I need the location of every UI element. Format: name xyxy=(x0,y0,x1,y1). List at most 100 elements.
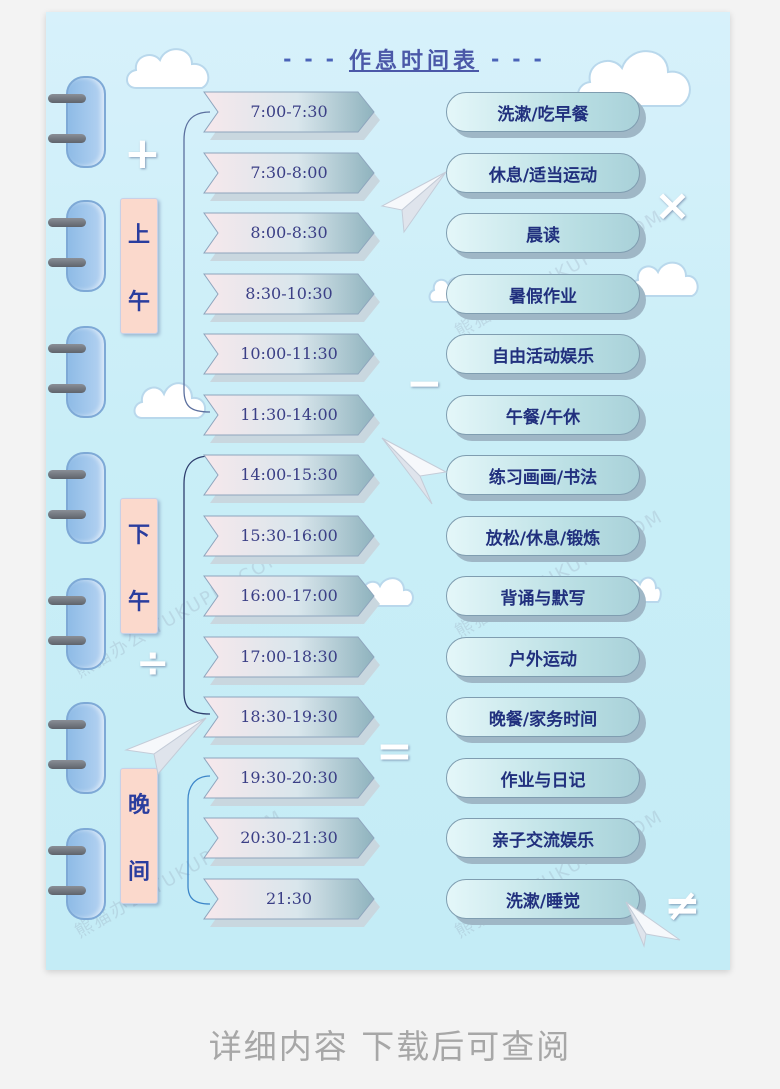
binder-ring xyxy=(66,76,106,168)
time-slot: 11:30-14:00 xyxy=(203,394,380,443)
activity-pill: 暑假作业 xyxy=(446,274,646,320)
page-title: 作息时间表 xyxy=(348,49,479,74)
download-caption: 详细内容 下载后可查阅 xyxy=(208,1027,572,1066)
period-brackets xyxy=(183,111,211,905)
activity-pill: 休息/适当运动 xyxy=(446,153,646,199)
activity-label: 户外运动 xyxy=(446,637,640,677)
time-slot: 16:00-17:00 xyxy=(203,575,380,624)
binder-wire xyxy=(48,886,86,895)
activity-label: 练习画画/书法 xyxy=(446,455,640,495)
binder-ring xyxy=(66,200,106,292)
title-dash-left: - - - xyxy=(283,47,337,71)
period-char: 上 xyxy=(127,222,150,248)
time-slot-label: 20:30-21:30 xyxy=(240,828,338,847)
binder-wire xyxy=(48,94,86,103)
binder-wire xyxy=(48,510,86,519)
period-label-afternoon: 下 午 xyxy=(120,498,158,634)
period-label-morning: 上 午 xyxy=(120,198,158,334)
activity-pill: 洗漱/睡觉 xyxy=(446,879,646,925)
minus-symbol: − xyxy=(406,358,443,409)
not-equal-symbol: ≠ xyxy=(664,880,701,931)
activity-pill: 背诵与默写 xyxy=(446,576,646,622)
activity-pill: 自由活动娱乐 xyxy=(446,334,646,380)
period-char: 下 xyxy=(127,522,150,548)
time-slot: 7:30-8:00 xyxy=(203,152,380,201)
time-slot: 15:30-16:00 xyxy=(203,515,380,564)
plus-symbol: + xyxy=(124,128,161,179)
activity-pill: 户外运动 xyxy=(446,637,646,683)
time-slot: 8:30-10:30 xyxy=(203,273,380,322)
time-slot: 8:00-8:30 xyxy=(203,212,380,261)
activity-label: 晨读 xyxy=(446,213,640,253)
time-slot-label: 8:00-8:30 xyxy=(250,223,328,242)
binder-wire xyxy=(48,846,86,855)
time-slot-label: 15:30-16:00 xyxy=(240,526,338,545)
activity-label: 午餐/午休 xyxy=(446,395,640,435)
period-char: 间 xyxy=(127,859,150,885)
time-slot-label: 17:00-18:30 xyxy=(240,647,338,666)
period-char: 午 xyxy=(127,589,150,615)
activity-pill: 洗漱/吃早餐 xyxy=(446,92,646,138)
time-slot-label: 7:00-7:30 xyxy=(250,102,328,121)
period-char: 晚 xyxy=(127,792,150,818)
activity-pill: 亲子交流娱乐 xyxy=(446,818,646,864)
time-slot-label: 19:30-20:30 xyxy=(240,768,338,787)
time-slot: 17:00-18:30 xyxy=(203,636,380,685)
time-slot-label: 14:00-15:30 xyxy=(240,465,338,484)
binder-wire xyxy=(48,344,86,353)
paper-plane-icon xyxy=(380,171,447,234)
binder-wire xyxy=(48,218,86,227)
cloud-icon xyxy=(126,48,210,89)
time-slot-label: 7:30-8:00 xyxy=(250,163,328,182)
paper-plane-icon xyxy=(124,717,207,776)
time-slot-label: 11:30-14:00 xyxy=(240,405,338,424)
time-slot-label: 8:30-10:30 xyxy=(245,284,333,303)
binder-wire xyxy=(48,720,86,729)
title-bar: - - - 作息时间表 - - - xyxy=(256,42,572,76)
time-slot-label: 21:30 xyxy=(265,889,313,908)
binder-wire xyxy=(48,384,86,393)
time-slot-label: 16:00-17:00 xyxy=(240,586,338,605)
activity-label: 作业与日记 xyxy=(446,758,640,798)
activity-label: 洗漱/吃早餐 xyxy=(446,92,640,132)
time-slot-label: 10:00-11:30 xyxy=(240,344,338,363)
activity-label: 放松/休息/锻炼 xyxy=(446,516,640,556)
activity-label: 自由活动娱乐 xyxy=(446,334,640,374)
binder-wire xyxy=(48,596,86,605)
paper-plane-icon xyxy=(381,437,448,505)
time-slot: 21:30 xyxy=(203,878,380,927)
time-slot: 20:30-21:30 xyxy=(203,817,380,866)
activity-label: 洗漱/睡觉 xyxy=(446,879,640,919)
paper-plane-icon xyxy=(625,901,681,948)
binder-wire xyxy=(48,470,86,479)
activity-pill: 晚餐/家务时间 xyxy=(446,697,646,743)
activity-label: 暑假作业 xyxy=(446,274,640,314)
binder-ring xyxy=(66,702,106,794)
time-slot: 18:30-19:30 xyxy=(203,696,380,745)
binder-wire xyxy=(48,134,86,143)
equals-symbol: = xyxy=(376,726,413,777)
activity-pill: 午餐/午休 xyxy=(446,395,646,441)
activity-label: 亲子交流娱乐 xyxy=(446,818,640,858)
binder-wire xyxy=(48,636,86,645)
binder-ring xyxy=(66,452,106,544)
time-slot: 14:00-15:30 xyxy=(203,454,380,503)
time-slot: 7:00-7:30 xyxy=(203,91,380,140)
period-char: 午 xyxy=(127,289,150,315)
binder-wire xyxy=(48,760,86,769)
binder-ring xyxy=(66,326,106,418)
activity-label: 晚餐/家务时间 xyxy=(446,697,640,737)
time-slot: 10:00-11:30 xyxy=(203,333,380,382)
period-label-evening: 晚 间 xyxy=(120,768,158,904)
activity-pill: 作业与日记 xyxy=(446,758,646,804)
title-dash-right: - - - xyxy=(491,47,545,71)
time-slot: 19:30-20:30 xyxy=(203,757,380,806)
binder-ring xyxy=(66,578,106,670)
binder-ring xyxy=(66,828,106,920)
activity-pill: 晨读 xyxy=(446,213,646,259)
activity-pill: 练习画画/书法 xyxy=(446,455,646,501)
activity-label: 休息/适当运动 xyxy=(446,153,640,193)
cloud-icon xyxy=(133,382,207,419)
binder-wire xyxy=(48,258,86,267)
activity-pill: 放松/休息/锻炼 xyxy=(446,516,646,562)
